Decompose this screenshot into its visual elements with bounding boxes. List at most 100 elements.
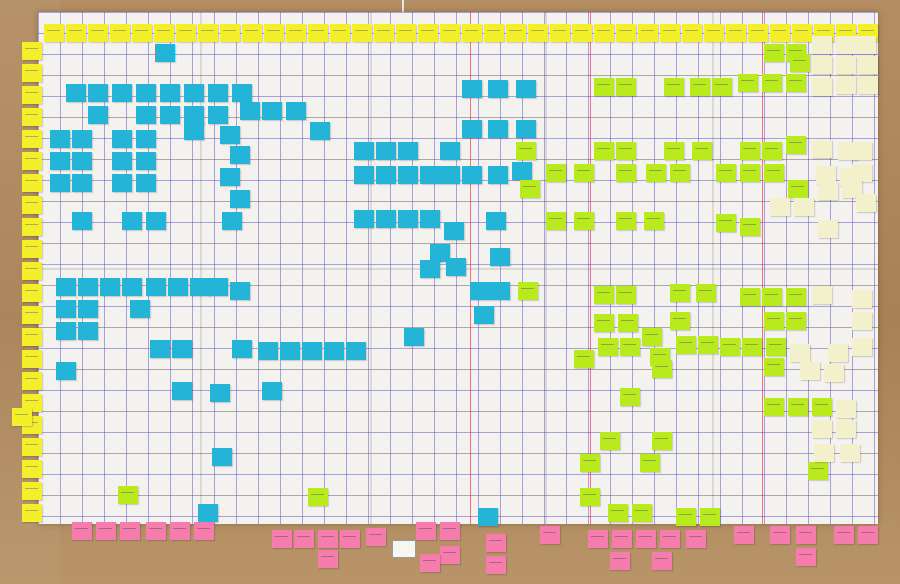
column-header-note	[638, 24, 658, 42]
task-note-cream	[812, 286, 832, 304]
column-header-note	[418, 24, 438, 42]
task-note-blue	[420, 260, 440, 278]
task-note-green	[574, 350, 594, 368]
task-note-blue	[446, 258, 466, 276]
task-note-blue	[420, 210, 440, 228]
task-note-blue	[50, 130, 70, 148]
task-note-blue	[232, 340, 252, 358]
column-header-note	[286, 24, 306, 42]
row-label-note	[22, 328, 42, 346]
task-note-blue	[112, 152, 132, 170]
task-note-cream	[858, 56, 878, 74]
task-note-blue	[230, 190, 250, 208]
task-note-green	[520, 180, 540, 198]
task-note-green	[616, 286, 636, 304]
task-note-blue	[376, 166, 396, 184]
task-note-blue	[136, 84, 156, 102]
task-note-green	[764, 358, 784, 376]
task-note-blue	[190, 278, 210, 296]
row-label-note	[22, 306, 42, 324]
task-note-green	[738, 74, 758, 92]
task-note-green	[692, 142, 712, 160]
row-label-note	[22, 240, 42, 258]
task-note-green	[608, 504, 628, 522]
task-note-blue	[462, 120, 482, 138]
task-note-green	[742, 338, 762, 356]
task-note-blue	[490, 248, 510, 266]
task-note-blue	[488, 166, 508, 184]
row-label-note	[22, 262, 42, 280]
task-note-pink	[612, 530, 632, 548]
task-note-green	[652, 360, 672, 378]
task-note-blue	[88, 106, 108, 124]
task-note-blue	[88, 84, 108, 102]
task-note-blue	[346, 342, 366, 360]
task-note-blue	[222, 212, 242, 230]
task-note-green	[764, 398, 784, 416]
task-note-cream	[812, 78, 832, 96]
task-note-green	[600, 432, 620, 450]
task-note-green	[546, 212, 566, 230]
task-note-green	[762, 142, 782, 160]
task-note-pink	[610, 552, 630, 570]
column-header-note	[308, 24, 328, 42]
task-note-cream	[818, 182, 838, 200]
task-note-cream	[814, 444, 834, 462]
task-note-pink	[416, 522, 436, 540]
task-note-blue	[172, 382, 192, 400]
task-note-pink	[318, 530, 338, 548]
task-note-green	[580, 488, 600, 506]
column-header-note	[616, 24, 636, 42]
task-note-pink	[796, 548, 816, 566]
task-note-green	[808, 462, 828, 480]
task-note-pink	[440, 522, 460, 540]
column-header-note	[682, 24, 702, 42]
task-note-blue	[488, 120, 508, 138]
column-header-note	[264, 24, 284, 42]
task-note-green	[574, 212, 594, 230]
task-note-pink	[272, 530, 292, 548]
row-label-note	[22, 152, 42, 170]
task-note-green	[670, 284, 690, 302]
task-note-green	[788, 398, 808, 416]
task-note-cream	[856, 36, 876, 54]
task-note-blue	[146, 212, 166, 230]
task-note-green	[786, 136, 806, 154]
column-header-note	[792, 24, 812, 42]
row-label-note	[12, 408, 32, 426]
task-note-green	[720, 338, 740, 356]
task-note-green	[740, 288, 760, 306]
task-note-cream	[858, 76, 878, 94]
task-note-cream	[812, 420, 832, 438]
task-note-blue	[210, 384, 230, 402]
row-label-note	[22, 504, 42, 522]
task-note-blue	[232, 84, 252, 102]
row-label-note	[22, 86, 42, 104]
column-header-note	[440, 24, 460, 42]
task-note-pink	[366, 528, 386, 546]
column-header-note	[594, 24, 614, 42]
task-note-blue	[56, 362, 76, 380]
task-note-blue	[474, 306, 494, 324]
row-label-note	[22, 394, 42, 412]
task-note-cream	[828, 344, 848, 362]
task-note-blue	[208, 106, 228, 124]
task-note-green	[764, 312, 784, 330]
task-note-green	[118, 486, 138, 504]
task-note-green	[664, 142, 684, 160]
task-note-blue	[240, 102, 260, 120]
power-socket-icon	[392, 540, 416, 558]
task-note-green	[740, 218, 760, 236]
task-note-blue	[404, 328, 424, 346]
column-header-note	[352, 24, 372, 42]
task-note-blue	[398, 142, 418, 160]
task-note-cream	[794, 198, 814, 216]
column-header-note	[572, 24, 592, 42]
task-note-green	[716, 214, 736, 232]
task-note-cream	[836, 400, 856, 418]
task-note-cream	[852, 290, 872, 308]
row-label-note	[22, 284, 42, 302]
column-header-note	[506, 24, 526, 42]
task-note-blue	[184, 84, 204, 102]
column-header-note	[528, 24, 548, 42]
